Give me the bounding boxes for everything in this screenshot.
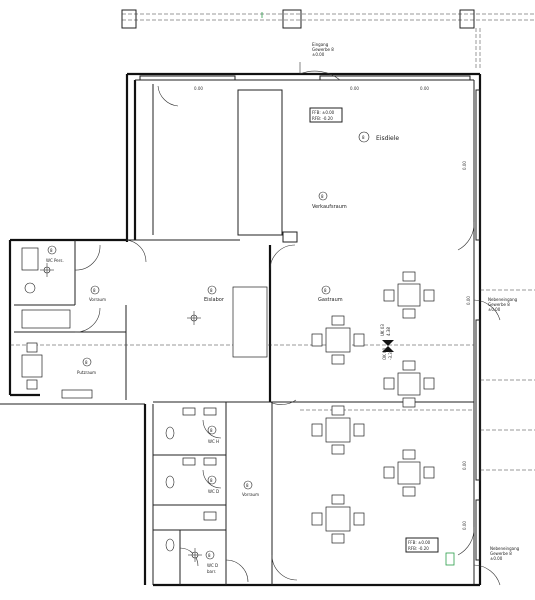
table-group (383, 449, 435, 497)
nebeneingang-right-2: Gewerbe 8 (488, 302, 510, 307)
dim-right-1: 0.00 (462, 161, 467, 170)
room-wc-h: 8 WC H (207, 425, 219, 444)
table-group (311, 405, 365, 455)
room-eislabor: 8 Eislabor (204, 285, 225, 303)
svg-text:8: 8 (210, 288, 213, 293)
light-icon (40, 263, 54, 277)
dimension-labels: 0.00 0.00 0.00 0.00 0.00 0.00 0.00 (194, 86, 471, 530)
table-group (311, 315, 365, 365)
entrance-notes: Eingang Gewerbe 8 ±0.00 Nebeneingang Gew… (312, 42, 520, 561)
dim-top-3: 0.00 (420, 86, 429, 91)
level-bottom-1: FFB: ±0.00 (408, 540, 431, 545)
light-icon (187, 311, 201, 325)
svg-text:8: 8 (246, 483, 249, 488)
room-vorraum-top: 8 Vorraum (89, 285, 106, 302)
level-top-2: RFB: -0.20 (312, 116, 333, 121)
table-group (21, 342, 43, 390)
dim-top-2: 0.00 (350, 86, 359, 91)
room-name: Gastraum (318, 297, 343, 303)
dim-right-4: 0.00 (462, 521, 467, 530)
svg-text:8: 8 (362, 135, 365, 140)
nebeneingang-bottom-1: Nebeneingang (490, 546, 520, 551)
room-name: Eislabor (204, 297, 225, 303)
section-right-1: UK 03 (380, 324, 385, 336)
room-name: WC H (208, 439, 219, 444)
top-neighbor-outline (121, 9, 535, 70)
room-labels: 8 Eisdiele 8 Verkaufsraum 8 Eislabor 8 G… (46, 131, 399, 574)
fixtures (21, 247, 268, 552)
svg-text:8: 8 (93, 288, 96, 293)
room-name: Putzraum (77, 370, 96, 375)
svg-text:8: 8 (324, 288, 327, 293)
room-name: Eisdiele (376, 135, 399, 142)
section-marker: OK 00 -3.36 UK 03 4.38 (380, 324, 394, 360)
svg-text:8: 8 (210, 478, 213, 483)
room-eisdiele: 8 Eisdiele (358, 131, 399, 143)
room-name: Vorraum (242, 492, 259, 497)
room-gastraum: 8 Gastraum (318, 285, 343, 303)
windows (139, 75, 535, 561)
room-name: WC D (207, 563, 218, 568)
room-wc-d-barr: 8 WC D barr. (205, 550, 218, 574)
dim-right-3: 0.00 (462, 461, 467, 470)
room-verkaufsraum: 8 Verkaufsraum (312, 191, 347, 210)
nebeneingang-bottom-2: Gewerbe 8 (490, 551, 512, 556)
room-name: WC Pers. (46, 258, 64, 263)
level-bottom-2: RFB: -0.20 (408, 546, 429, 551)
section-left-2: -3.36 (388, 349, 393, 360)
room-name: WC D (208, 489, 219, 494)
room-wc-d: 8 WC D (207, 475, 219, 494)
dim-top-1: 0.00 (194, 86, 203, 91)
dim-right-2: 0.00 (466, 296, 471, 305)
nebeneingang-bottom-3: ±0.00 (490, 556, 503, 561)
table-group (383, 360, 435, 408)
level-boxes: FFB: ±0.00 RFB: -0.20 FFB: ±0.00 RFB: -0… (309, 107, 455, 566)
room-putzraum: 8 Putzraum (77, 357, 96, 375)
table-group (311, 494, 365, 544)
eingang-line-1: Eingang (312, 42, 329, 47)
room-vorraum-bottom: 8 Vorraum (242, 480, 259, 497)
svg-text:8: 8 (50, 248, 53, 253)
svg-text:8: 8 (321, 194, 324, 199)
light-icon (188, 548, 202, 562)
section-right-2: 4.38 (386, 327, 391, 336)
interior-walls (14, 84, 474, 585)
table-group (383, 271, 435, 319)
room-sub: barr. (207, 569, 216, 574)
light-symbols (40, 263, 202, 562)
eingang-line-2: Gewerbe 8 (312, 47, 334, 52)
svg-text:8: 8 (208, 553, 211, 558)
nebeneingang-right-3: ±0.00 (488, 307, 501, 312)
section-left-1: OK 00 (382, 347, 387, 360)
room-name: Verkaufsraum (312, 204, 347, 210)
eingang-line-3: ±0.00 (312, 52, 325, 57)
svg-text:8: 8 (210, 428, 213, 433)
door-swings (74, 62, 501, 586)
svg-text:8: 8 (85, 360, 88, 365)
nebeneingang-right-1: Nebeneingang (488, 297, 518, 302)
room-wc-pers: 8 WC Pers. (46, 245, 64, 263)
room-name: Vorraum (89, 297, 106, 302)
dining-tables (21, 271, 435, 544)
level-top-1: FFB: ±0.00 (312, 110, 335, 115)
